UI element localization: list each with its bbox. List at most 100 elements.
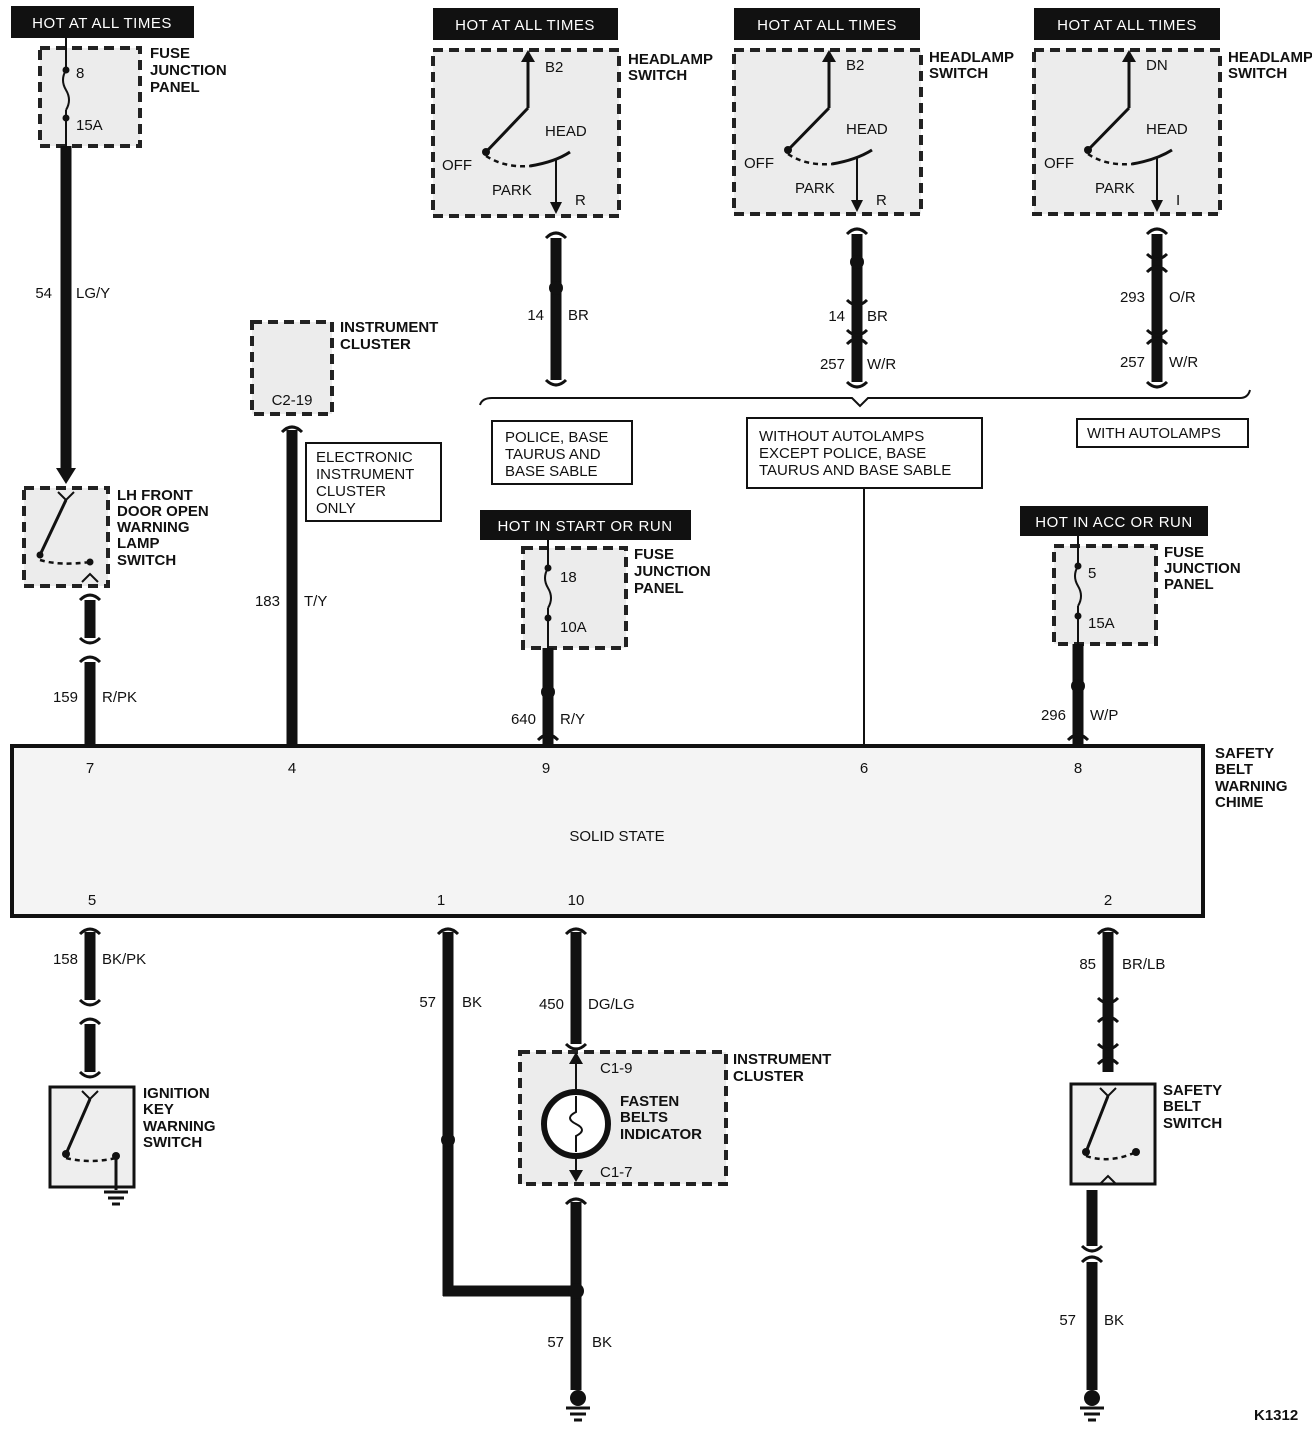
wire-183-circuit: 183 bbox=[255, 593, 280, 610]
fuse5-label-3: PANEL bbox=[1164, 576, 1214, 593]
fuse8-number: 8 bbox=[76, 65, 84, 82]
ignition-label-1: IGNITION bbox=[143, 1085, 210, 1102]
cluster-pin-c1-9: C1-9 bbox=[600, 1060, 633, 1077]
hl3-park: PARK bbox=[1095, 180, 1135, 197]
hot-label-hl3: HOT AT ALL TIMES bbox=[1057, 17, 1197, 34]
fuse5-label-1: FUSE bbox=[1164, 544, 1204, 561]
wire-257b-circuit: 257 bbox=[1120, 354, 1145, 371]
instrument-cluster-bottom: C1-9 C1-7 FASTEN BELTS INDICATOR INSTRUM… bbox=[518, 1050, 831, 1186]
note-line-1: ELECTRONIC bbox=[316, 449, 413, 466]
option-police-2: TAURUS AND bbox=[505, 446, 601, 463]
fuse-junction-panel-18: HOT IN START OR RUN 18 10A FUSE JUNCTION… bbox=[480, 510, 711, 650]
wire-159: 159 R/PK bbox=[53, 593, 137, 746]
cluster-top-label-1: INSTRUMENT bbox=[340, 319, 438, 336]
wire-57c-circuit: 57 bbox=[1059, 1312, 1076, 1329]
wire-296: 296 W/P bbox=[1041, 644, 1118, 746]
lh-door-label-4: LAMP bbox=[117, 535, 160, 552]
ignition-label-3: WARNING bbox=[143, 1118, 216, 1135]
wire-293-257-b: 293 O/R 257 W/R bbox=[1120, 227, 1198, 389]
wire-14a-circuit: 14 bbox=[527, 307, 544, 324]
fuse8-label-2: JUNCTION bbox=[150, 62, 227, 79]
wire-640-color: R/Y bbox=[560, 711, 585, 728]
wire-57-c: 57 BK bbox=[1059, 1190, 1124, 1422]
hl2-label-2: SWITCH bbox=[929, 65, 988, 82]
wire-57a-color: BK bbox=[462, 994, 482, 1011]
chime-pin-1: 1 bbox=[437, 892, 445, 909]
wire-296-color: W/P bbox=[1090, 707, 1118, 724]
wire-85-color: BR/LB bbox=[1122, 956, 1165, 973]
electronic-cluster-note: ELECTRONIC INSTRUMENT CLUSTER ONLY bbox=[305, 442, 442, 522]
wire-293-color: O/R bbox=[1169, 289, 1196, 306]
ignition-key-warning-switch: IGNITION KEY WARNING SWITCH bbox=[48, 1085, 216, 1206]
wire-54-color: LG/Y bbox=[76, 285, 110, 302]
note-line-3: CLUSTER bbox=[316, 483, 386, 500]
hl1-park: PARK bbox=[492, 182, 532, 199]
wire-450: 450 DG/LG bbox=[539, 927, 635, 1051]
option-with-autolamps: WITH AUTOLAMPS bbox=[1076, 418, 1249, 448]
wire-57a-circuit: 57 bbox=[419, 994, 436, 1011]
wire-293-circuit: 293 bbox=[1120, 289, 1145, 306]
fuse18-label-3: PANEL bbox=[634, 580, 684, 597]
hl1-label-1: HEADLAMP bbox=[628, 51, 713, 68]
wire-54-circuit: 54 bbox=[35, 285, 52, 302]
cluster-pin-c2-19: C2-19 bbox=[272, 392, 313, 409]
chime-pin-2: 2 bbox=[1104, 892, 1112, 909]
wire-640: 640 R/Y bbox=[511, 648, 585, 746]
cluster-bottom-label-2: CLUSTER bbox=[733, 1068, 804, 1085]
wire-158-color: BK/PK bbox=[102, 951, 146, 968]
hl2-term-top: B2 bbox=[846, 57, 864, 74]
hl3-off: OFF bbox=[1044, 155, 1074, 172]
hl1-head: HEAD bbox=[545, 123, 587, 140]
fuse5-number: 5 bbox=[1088, 565, 1096, 582]
cluster-top-label-2: CLUSTER bbox=[340, 336, 411, 353]
wire-85: 85 BR/LB bbox=[1079, 927, 1165, 1072]
wire-159-color: R/PK bbox=[102, 689, 137, 706]
fuse-junction-panel-8: HOT AT ALL TIMES 8 15A FUSE JUNCTION PAN… bbox=[11, 6, 227, 148]
hl2-term-bottom: R bbox=[876, 192, 887, 209]
hl1-term-bottom: R bbox=[575, 192, 586, 209]
wire-14-a: 14 BR bbox=[527, 231, 589, 387]
wire-14-b-257-a: 14 BR 257 W/R bbox=[820, 227, 896, 389]
hl2-park: PARK bbox=[795, 180, 835, 197]
hot-label-fuse8: HOT AT ALL TIMES bbox=[32, 15, 172, 32]
cluster-pin-c1-7: C1-7 bbox=[600, 1164, 633, 1181]
hl2-label-1: HEADLAMP bbox=[929, 49, 1014, 66]
wire-57b-color: BK bbox=[592, 1334, 612, 1351]
hl1-term-top: B2 bbox=[545, 59, 563, 76]
wire-14b-color: BR bbox=[867, 308, 888, 325]
fuse8-rating: 15A bbox=[76, 117, 103, 134]
wire-257a-color: W/R bbox=[867, 356, 896, 373]
fuse-junction-panel-5: HOT IN ACC OR RUN 5 15A FUSE JUNCTION PA… bbox=[1020, 506, 1241, 646]
indicator-label-1: FASTEN bbox=[620, 1093, 679, 1110]
wire-57b-circuit: 57 bbox=[547, 1334, 564, 1351]
wire-296-circuit: 296 bbox=[1041, 707, 1066, 724]
wire-257a-circuit: 257 bbox=[820, 356, 845, 373]
wire-158-circuit: 158 bbox=[53, 951, 78, 968]
wire-257b-color: W/R bbox=[1169, 354, 1198, 371]
option-police: POLICE, BASE TAURUS AND BASE SABLE bbox=[491, 420, 633, 485]
chime-center-label: SOLID STATE bbox=[569, 828, 664, 845]
chime-label-2: BELT bbox=[1215, 761, 1253, 778]
chime-label-4: CHIME bbox=[1215, 794, 1263, 811]
wire-57-b: 57 BK bbox=[547, 1197, 612, 1422]
option-brace bbox=[479, 389, 1251, 408]
chime-pin-5: 5 bbox=[88, 892, 96, 909]
chime-pin-6: 6 bbox=[860, 760, 868, 777]
chime-label-1: SAFETY bbox=[1215, 745, 1274, 762]
safety-belt-warning-chime: 7 4 9 6 8 SOLID STATE 5 1 10 2 SAFETY BE… bbox=[10, 744, 1288, 918]
hl3-label-1: HEADLAMP bbox=[1228, 49, 1312, 66]
figure-code: K1312 bbox=[1254, 1407, 1298, 1424]
wire-14a-color: BR bbox=[568, 307, 589, 324]
ignition-label-2: KEY bbox=[143, 1101, 174, 1118]
wire-450-color: DG/LG bbox=[588, 996, 635, 1013]
fuse5-label-2: JUNCTION bbox=[1164, 560, 1241, 577]
cluster-bottom-label-1: INSTRUMENT bbox=[733, 1051, 831, 1068]
fuse8-label-3: PANEL bbox=[150, 79, 200, 96]
wire-640-circuit: 640 bbox=[511, 711, 536, 728]
wire-450-circuit: 450 bbox=[539, 996, 564, 1013]
fuse5-rating: 15A bbox=[1088, 615, 1115, 632]
hl1-label-2: SWITCH bbox=[628, 67, 687, 84]
instrument-cluster-top: C2-19 INSTRUMENT CLUSTER bbox=[250, 319, 438, 416]
note-line-4: ONLY bbox=[316, 500, 356, 517]
wire-14b-circuit: 14 bbox=[828, 308, 845, 325]
